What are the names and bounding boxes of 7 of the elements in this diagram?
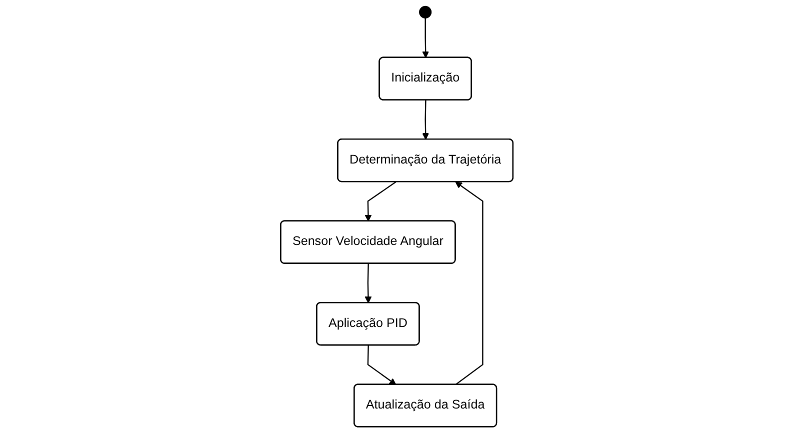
arrow <box>422 18 430 58</box>
arrow <box>368 345 396 385</box>
arrow <box>364 264 372 304</box>
arrow <box>364 181 396 222</box>
arrow <box>422 100 430 140</box>
arrow <box>455 182 484 386</box>
node-circle <box>419 6 432 18</box>
